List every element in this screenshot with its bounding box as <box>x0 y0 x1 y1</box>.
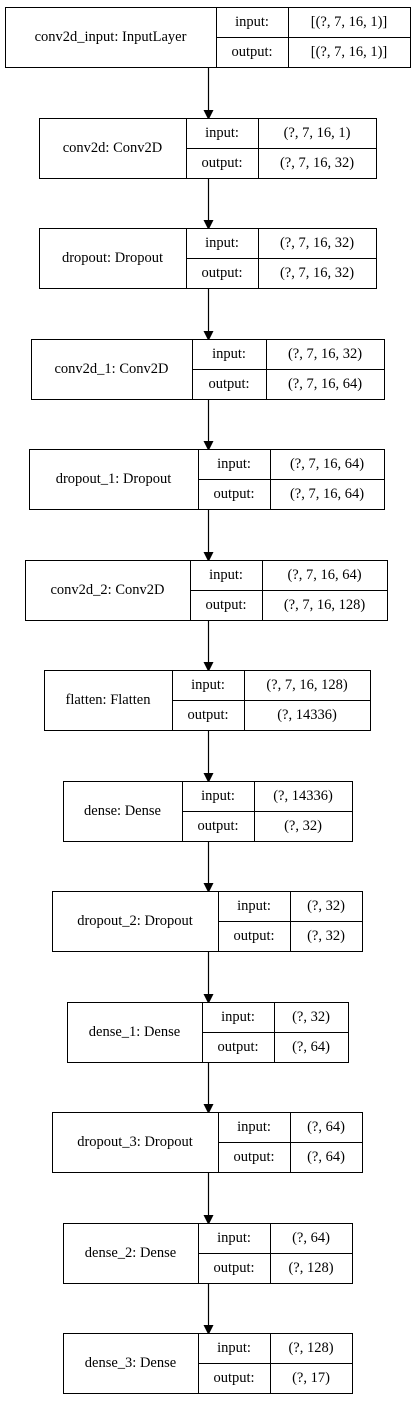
layer-name: dropout_1: Dropout <box>56 471 172 487</box>
output-label: output: <box>217 1039 258 1055</box>
output-shape: (?, 64) <box>307 1149 345 1165</box>
layer-name: dense_2: Dense <box>85 1245 176 1261</box>
layer-node: dropout_2: Dropout input: output: (?, 32) (?… <box>52 891 363 952</box>
input-label: input: <box>237 898 271 914</box>
layer-name: conv2d_input: InputLayer <box>35 29 187 45</box>
output-shape: (?, 7, 16, 64) <box>290 486 364 502</box>
input-shape: (?, 7, 16, 64) <box>290 456 364 472</box>
layer-name: conv2d_1: Conv2D <box>55 361 169 377</box>
output-label: output: <box>187 707 228 723</box>
input-shape: (?, 7, 16, 128) <box>266 677 348 693</box>
output-label: output: <box>233 928 274 944</box>
layer-name: dense: Dense <box>84 803 161 819</box>
input-shape: (?, 7, 16, 64) <box>287 567 361 583</box>
layer-name: dense_1: Dense <box>89 1024 180 1040</box>
input-shape: (?, 64) <box>292 1230 330 1246</box>
layer-node: conv2d: Conv2D input: output: (?, 7, 16, 1)… <box>39 118 377 179</box>
output-label: output: <box>201 155 242 171</box>
layer-name: conv2d: Conv2D <box>63 140 162 156</box>
input-shape: (?, 7, 16, 32) <box>288 346 362 362</box>
input-label: input: <box>212 346 246 362</box>
layer-node: conv2d_2: Conv2D input: output: (?, 7, 16, … <box>25 560 388 621</box>
output-shape: (?, 14336) <box>277 707 337 723</box>
input-shape: (?, 7, 16, 1) <box>284 125 351 141</box>
output-label: output: <box>233 1149 274 1165</box>
output-shape: (?, 7, 16, 64) <box>288 376 362 392</box>
layer-node: conv2d_1: Conv2D input: output: (?, 7, 16, … <box>31 339 385 400</box>
input-label: input: <box>217 1230 251 1246</box>
layer-node: dropout: Dropout input: output: (?, 7, 16, … <box>39 228 377 289</box>
input-shape: (?, 14336) <box>273 788 333 804</box>
output-label: output: <box>231 44 272 60</box>
layer-node: flatten: Flatten input: output: (?, 7, 16, … <box>44 670 371 731</box>
output-shape: [(?, 7, 16, 1)] <box>311 44 388 60</box>
output-shape: (?, 64) <box>292 1039 330 1055</box>
input-label: input: <box>201 788 235 804</box>
output-shape: (?, 32) <box>307 928 345 944</box>
output-label: output: <box>213 486 254 502</box>
output-shape: (?, 17) <box>292 1370 330 1386</box>
input-shape: (?, 32) <box>307 898 345 914</box>
input-shape: (?, 7, 16, 32) <box>280 235 354 251</box>
layer-node: conv2d_input: InputLayer input: output: [(?… <box>5 7 411 68</box>
output-label: output: <box>197 818 238 834</box>
layer-name: conv2d_2: Conv2D <box>51 582 165 598</box>
layer-node: dropout_1: Dropout input: output: (?, 7, 16… <box>29 449 385 510</box>
input-label: input: <box>237 1119 271 1135</box>
layer-node: dense_3: Dense input: output: (?, 128) (?, 1… <box>63 1333 353 1394</box>
layer-name: dropout: Dropout <box>62 250 163 266</box>
layer-name: dropout_3: Dropout <box>77 1134 193 1150</box>
input-shape: (?, 128) <box>288 1340 333 1356</box>
input-label: input: <box>235 14 269 30</box>
output-shape: (?, 32) <box>284 818 322 834</box>
input-label: input: <box>217 1340 251 1356</box>
layer-name: dense_3: Dense <box>85 1355 176 1371</box>
layer-name: flatten: Flatten <box>66 692 152 708</box>
output-shape: (?, 7, 16, 128) <box>284 597 366 613</box>
layer-node: dense: Dense input: output: (?, 14336) (?, 3… <box>63 781 353 842</box>
input-label: input: <box>217 456 251 472</box>
input-label: input: <box>205 125 239 141</box>
layer-node: dense_1: Dense input: output: (?, 32) (?, 64… <box>67 1002 349 1063</box>
layers: conv2d_input: InputLayer input: output: [(?… <box>5 7 411 1394</box>
output-label: output: <box>205 597 246 613</box>
layer-node: dropout_3: Dropout input: output: (?, 64) (?… <box>52 1112 363 1173</box>
output-shape: (?, 128) <box>288 1260 333 1276</box>
output-label: output: <box>213 1370 254 1386</box>
input-label: input: <box>205 235 239 251</box>
input-label: input: <box>191 677 225 693</box>
output-shape: (?, 7, 16, 32) <box>280 265 354 281</box>
output-shape: (?, 7, 16, 32) <box>280 155 354 171</box>
input-label: input: <box>209 567 243 583</box>
output-label: output: <box>201 265 242 281</box>
layer-node: dense_2: Dense input: output: (?, 64) (?, 12… <box>63 1223 353 1284</box>
output-label: output: <box>213 1260 254 1276</box>
input-label: input: <box>221 1009 255 1025</box>
input-shape: [(?, 7, 16, 1)] <box>311 14 388 30</box>
layer-name: dropout_2: Dropout <box>77 913 193 929</box>
output-label: output: <box>208 376 249 392</box>
input-shape: (?, 32) <box>292 1009 330 1025</box>
input-shape: (?, 64) <box>307 1119 345 1135</box>
